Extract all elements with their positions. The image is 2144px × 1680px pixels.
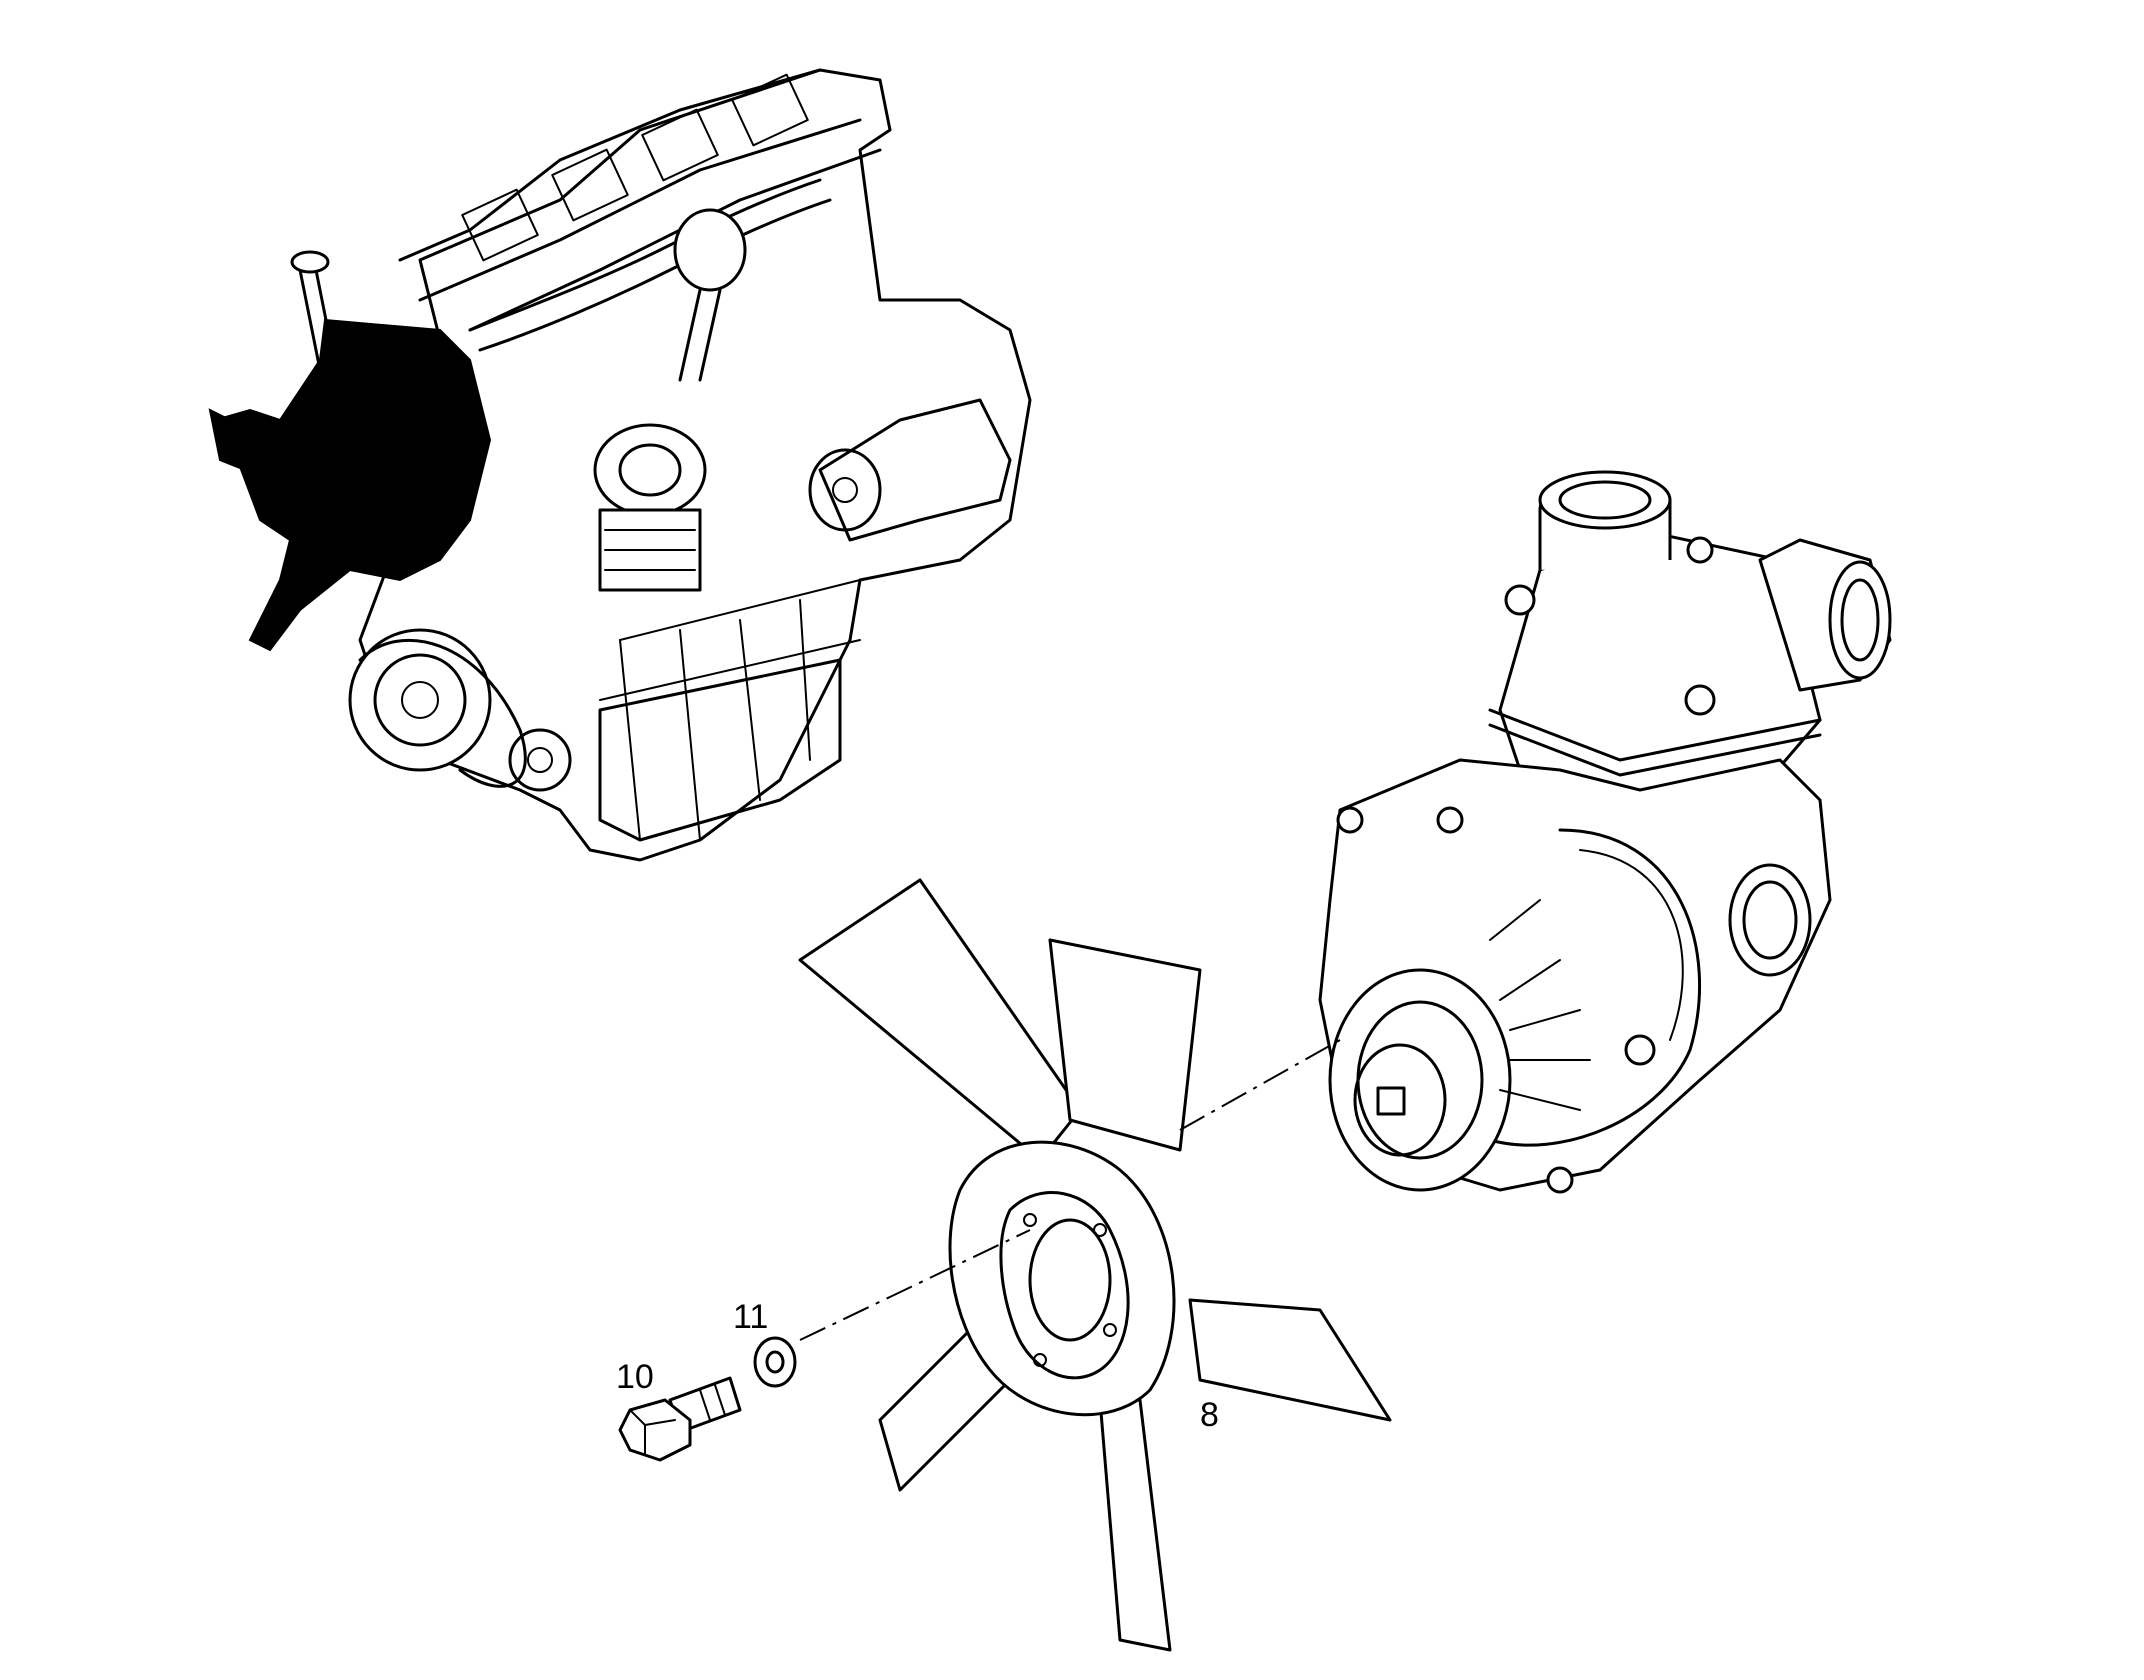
- engine-assembly-illustration: [208, 68, 1032, 862]
- washer-illustration: [753, 1336, 797, 1388]
- callout-washer-number: 11: [733, 1298, 769, 1336]
- highlighted-fan-silhouette: [213, 318, 492, 652]
- callout-bolt-number: 10: [616, 1358, 654, 1396]
- callout-fan-number: 8: [1200, 1396, 1219, 1434]
- water-pump-illustration: [1318, 470, 1892, 1194]
- bolt-illustration: [618, 1376, 742, 1462]
- assembly-leader-lines: [799, 1039, 1341, 1341]
- fan-illustration: [798, 878, 1392, 1652]
